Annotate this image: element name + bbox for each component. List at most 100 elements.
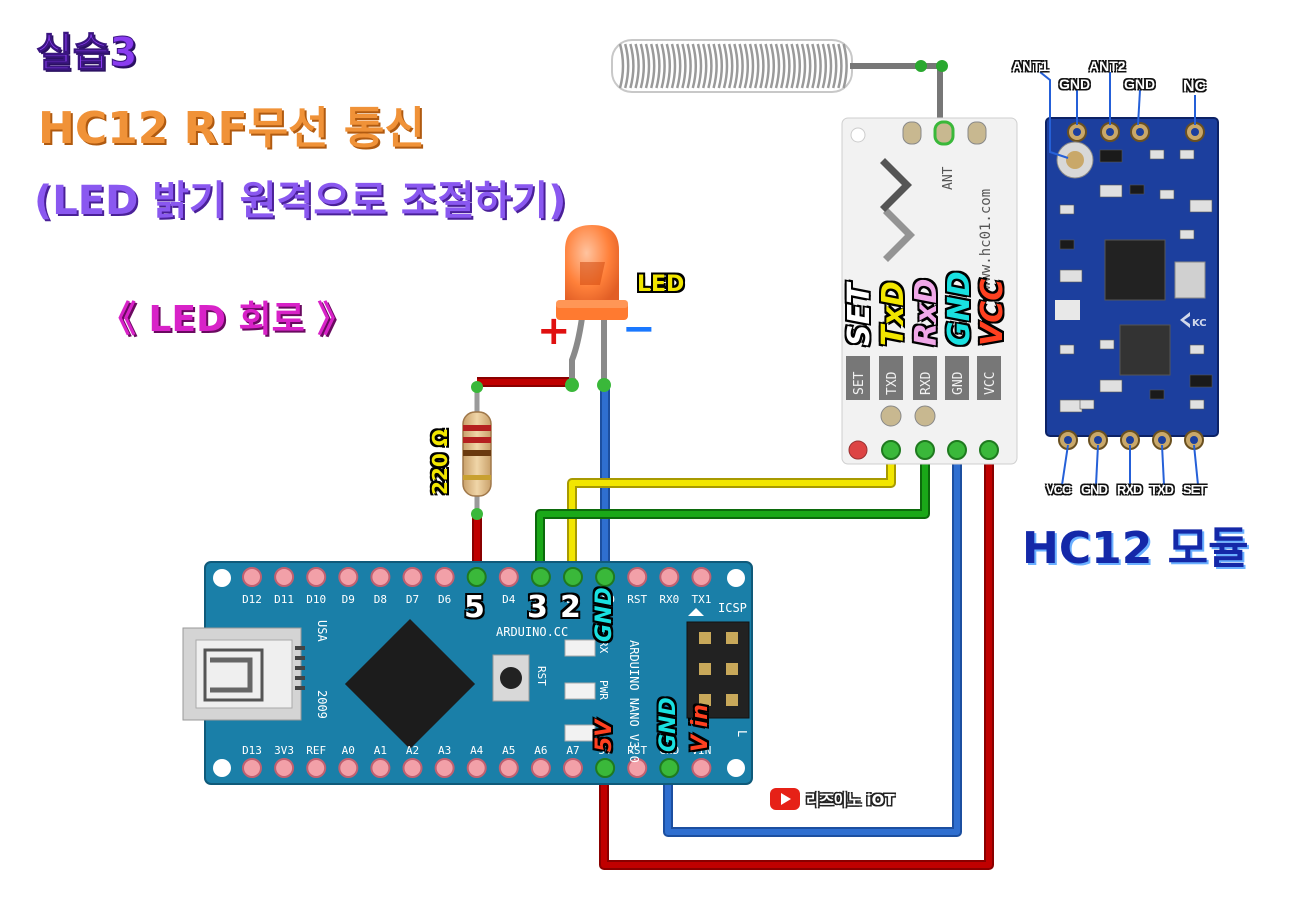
header-pin-top <box>498 567 519 587</box>
header-pin-top <box>563 567 583 587</box>
hc12-silk-pin: SET <box>852 371 867 395</box>
top-pin-silk: RST <box>627 593 647 606</box>
model-silk: ARDUINO NANO V3.0 <box>627 640 641 763</box>
bottom-pin-silk: A4 <box>470 744 484 757</box>
header-pin-top <box>466 567 487 587</box>
practice-title: 실습3 <box>35 30 138 77</box>
module-set-label: SET <box>1183 482 1206 497</box>
module-gnd1-label: GND <box>1059 76 1091 92</box>
led-minus-sign: − <box>622 306 656 352</box>
svg-text:KC: KC <box>1192 318 1207 329</box>
module-caption: HC12 모듈 <box>1022 523 1249 574</box>
main-title: HC12 RF무선 통신 <box>38 103 425 154</box>
header-pin-bottom <box>466 758 487 778</box>
hc12-rxd-label: RxD <box>909 278 944 346</box>
arduino-gnd2-label: GND <box>656 697 681 752</box>
header-pin-bottom <box>659 758 680 778</box>
youtube-watermark: 리즈이노 iOT <box>770 788 895 810</box>
header-pin-bottom <box>338 758 359 778</box>
module-gnd2-label: GND <box>1124 76 1156 92</box>
sub-title: (LED 밝기 원격으로 조절하기) <box>34 178 567 224</box>
bottom-pin-silk: A7 <box>566 744 579 757</box>
module-rxd-label: RXD <box>1117 482 1142 497</box>
url-silk: www.hc01.com <box>978 189 994 290</box>
watermark-text: 리즈이노 iOT <box>806 790 895 809</box>
top-pin-silk: D2 <box>566 593 579 606</box>
bottom-pin-silk: 5V <box>598 744 612 757</box>
header-pin-top <box>242 567 262 587</box>
bottom-pin-silk: A2 <box>406 744 419 757</box>
module-txd-label: TXD <box>1150 482 1174 497</box>
hc12-silk-pin: VCC <box>983 372 998 395</box>
header-pin-bottom <box>691 758 712 778</box>
hc12-txd-label: TxD <box>876 281 911 346</box>
resistor-label: 220 Ω <box>428 429 452 495</box>
top-pin-silk: RX0 <box>659 593 679 606</box>
header-pin-bottom <box>274 758 295 778</box>
top-pin-silk: D11 <box>274 593 294 606</box>
top-pin-silk: GND <box>595 593 615 606</box>
bottom-pin-silk: GND <box>659 744 679 757</box>
hc12-gnd-label: GND <box>942 271 977 346</box>
hc12-silk-box <box>879 356 903 400</box>
module-vcc-label: VCC <box>1046 482 1071 497</box>
bottom-pin-silk: A6 <box>534 744 547 757</box>
top-pin-silk: D5 <box>470 593 483 606</box>
pin-number-5: 5 <box>464 590 485 625</box>
hc12-vcc-label: VCC <box>975 278 1010 346</box>
header-pin-bottom <box>595 758 616 778</box>
hc12-silk-box <box>913 356 937 400</box>
header-pin-bottom <box>530 758 551 778</box>
header-pin-bottom <box>306 758 327 778</box>
l-silk: L <box>735 730 749 737</box>
top-pin-silk: D8 <box>374 593 387 606</box>
resistor-component <box>462 381 492 520</box>
hc12-silk-box <box>846 356 870 400</box>
arduino-5v-label: 5V <box>592 719 617 752</box>
header-pin-top <box>434 567 455 587</box>
header-pin-top <box>627 567 648 587</box>
module-ant2-label: ANT2 <box>1089 58 1126 74</box>
antenna-spring <box>611 39 948 130</box>
module-nc-label: NC <box>1183 78 1207 95</box>
header-pin-bottom <box>498 758 519 778</box>
pin-number-2: 2 <box>560 590 581 625</box>
bottom-pin-silk: A3 <box>438 744 451 757</box>
bottom-pin-silk: VIN <box>691 744 711 757</box>
header-pin-top <box>530 567 551 587</box>
usa-silk: USA <box>315 620 329 642</box>
hc12-pin-pad <box>947 440 967 460</box>
top-pin-silk: D12 <box>242 593 262 606</box>
header-pin-bottom <box>563 758 583 778</box>
module-ant1-label: ANT1 <box>1012 58 1049 74</box>
top-pin-silk: D10 <box>306 593 326 606</box>
bottom-pin-silk: 3V3 <box>274 744 294 757</box>
top-pin-silk: D3 <box>534 593 547 606</box>
led-plus-sign: + <box>537 308 571 354</box>
bottom-pin-silk: REF <box>306 744 326 757</box>
year-silk: 2009 <box>315 690 329 719</box>
icsp-silk: ICSP <box>718 601 747 615</box>
led-component <box>556 225 628 392</box>
header-pin-bottom <box>242 758 262 778</box>
header-pin-bottom <box>402 758 423 778</box>
hc12-pin-pad <box>915 440 935 460</box>
hc12-silk-box <box>945 356 969 400</box>
arduino-gnd-label: GND <box>592 587 617 642</box>
arduino-nano: D12D13D113V3D10REFD9A0D8A1D7A2D6A3D5A4D4… <box>182 561 753 785</box>
header-pin-top <box>370 567 391 587</box>
top-pin-silk: TX1 <box>691 593 711 606</box>
rx-silk: RX <box>597 640 610 654</box>
top-pin-silk: D6 <box>438 593 451 606</box>
bottom-pin-silk: A1 <box>374 744 387 757</box>
hc12-silk-pin: TXD <box>885 371 900 395</box>
header-pin-top <box>274 567 295 587</box>
arduino-vin-label: V in <box>688 704 713 752</box>
arduino-cc-silk: ARDUINO.CC <box>496 625 568 639</box>
bottom-pin-silk: D13 <box>242 744 262 757</box>
rst-silk: RST <box>535 666 548 686</box>
bottom-pin-silk: RST <box>627 744 647 757</box>
header-pin-top <box>306 567 327 587</box>
